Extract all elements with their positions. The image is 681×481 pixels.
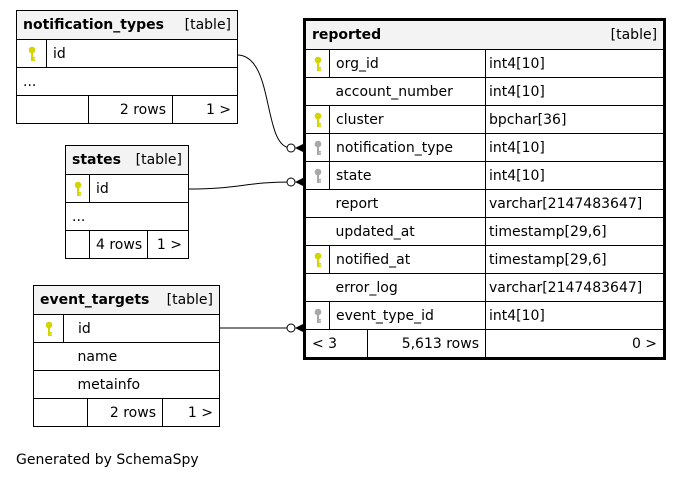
table-name: states	[72, 152, 121, 168]
link-event-targets-optional-marker	[286, 323, 296, 333]
table-row-count: 4 rows	[89, 230, 148, 259]
table-header: states [table]	[64, 145, 190, 175]
table-children-count[interactable]: 0 >	[484, 329, 665, 358]
key-cell-empty	[305, 273, 330, 302]
foreign-key-icon	[305, 161, 330, 190]
table-row: metainfo	[33, 370, 221, 399]
table-parents-count[interactable]: < 3	[305, 329, 368, 358]
column-name: id	[88, 174, 190, 203]
table-notification-types[interactable]: notification_types [table] id ... 2 rows…	[15, 10, 239, 124]
primary-key-icon	[305, 49, 330, 78]
link-notification-types-crowfoot	[295, 143, 305, 153]
column-type: int4[10]	[484, 161, 665, 190]
column-type: int4[10]	[484, 77, 665, 106]
table-kind: [table]	[184, 17, 232, 33]
key-cell-empty	[305, 189, 330, 218]
table-parents-cell	[16, 95, 89, 124]
table-kind: [table]	[166, 292, 214, 308]
key-cell-empty	[33, 342, 64, 371]
table-kind: [table]	[610, 27, 658, 43]
column-type: varchar[2147483647]	[484, 189, 665, 218]
table-row: id	[65, 174, 190, 203]
foreign-key-icon	[305, 301, 330, 330]
key-cell-empty	[33, 370, 64, 399]
link-event-targets-crowfoot	[295, 323, 305, 333]
table-ellipsis: ...	[15, 67, 239, 96]
column-name: state	[329, 161, 486, 190]
link-states-optional-marker	[286, 177, 296, 187]
column-name: error_log	[329, 273, 486, 302]
primary-key-icon	[65, 174, 90, 203]
table-header: notification_types [table]	[15, 10, 239, 40]
table-row: id	[16, 39, 239, 68]
column-type: int4[10]	[484, 301, 665, 330]
column-type: int4[10]	[484, 133, 665, 162]
foreign-key-icon	[305, 133, 330, 162]
column-name: name	[63, 342, 221, 371]
link-states-crowfoot	[295, 177, 305, 187]
table-row: name	[33, 342, 221, 371]
table-row: id	[33, 314, 221, 343]
primary-key-icon	[305, 245, 330, 274]
table-row-count: 2 rows	[87, 398, 163, 427]
table-event-targets[interactable]: event_targets [table] id name metainfo 2…	[32, 285, 221, 427]
column-type: int4[10]	[484, 49, 665, 78]
link-notification-types-optional-marker	[286, 143, 296, 153]
link-notification-types-to-reported	[236, 54, 292, 149]
key-cell-empty	[305, 77, 330, 106]
table-row-count: 2 rows	[88, 95, 173, 124]
link-states-to-reported	[187, 181, 292, 190]
table-row-count: 5,613 rows	[367, 329, 486, 358]
table-name: reported	[312, 27, 382, 43]
column-name: updated_at	[329, 217, 486, 246]
column-name: notification_type	[329, 133, 486, 162]
column-name: metainfo	[63, 370, 221, 399]
column-type: timestamp[29,6]	[484, 217, 665, 246]
table-parents-cell	[33, 398, 88, 427]
footer-credit: Generated by SchemaSpy	[16, 452, 199, 468]
table-children-count[interactable]: 1 >	[161, 398, 221, 427]
table-children-count[interactable]: 1 >	[146, 230, 190, 259]
column-name: id	[62, 314, 221, 343]
table-name: event_targets	[40, 292, 150, 308]
column-name: account_number	[329, 77, 486, 106]
column-type: bpchar[36]	[484, 105, 665, 134]
table-states[interactable]: states [table] id ... 4 rows 1 >	[64, 145, 190, 259]
table-children-count[interactable]: 1 >	[171, 95, 239, 124]
table-ellipsis: ...	[64, 202, 190, 231]
column-name: event_type_id	[329, 301, 486, 330]
table-name: notification_types	[23, 17, 164, 33]
column-name: notified_at	[329, 245, 486, 274]
column-name: id	[45, 39, 239, 68]
table-header: reported [table]	[304, 20, 665, 50]
table-kind: [table]	[135, 152, 183, 168]
primary-key-icon	[33, 314, 64, 343]
column-name: org_id	[329, 49, 486, 78]
column-type: varchar[2147483647]	[484, 273, 665, 302]
table-header: event_targets [table]	[32, 285, 221, 315]
primary-key-icon	[305, 105, 330, 134]
column-type: timestamp[29,6]	[484, 245, 665, 274]
key-cell-empty	[305, 217, 330, 246]
primary-key-icon	[16, 39, 47, 68]
column-name: report	[329, 189, 486, 218]
column-name: cluster	[329, 105, 486, 134]
table-parents-cell	[65, 230, 90, 259]
